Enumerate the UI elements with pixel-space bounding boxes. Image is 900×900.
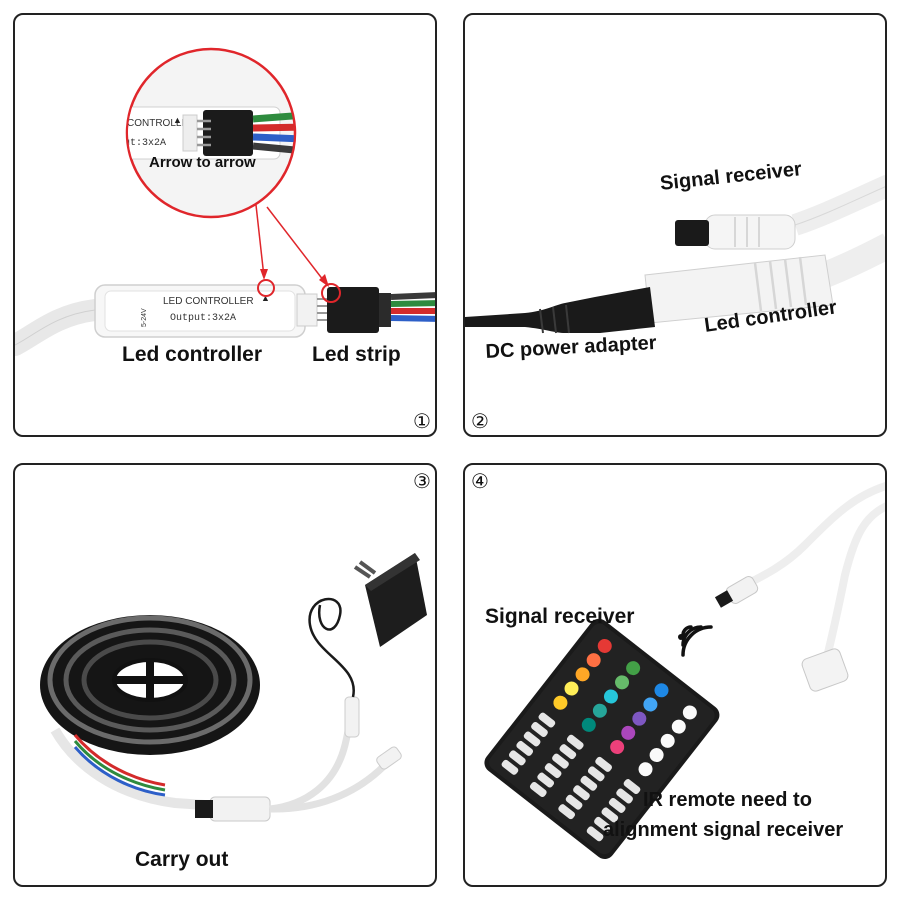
remote-color-button (632, 711, 647, 726)
panel-carry-out: Carry out ③ (13, 463, 437, 887)
strip-reel-with-adapter-illustration (40, 553, 427, 822)
signal-receiver-label: Signal receiver (485, 605, 635, 628)
remote-color-button (643, 697, 658, 712)
arrow-to-arrow-label: Arrow to arrow (149, 154, 256, 171)
remote-function-button (538, 712, 556, 728)
remote-color-button (660, 733, 675, 748)
remote-function-button (508, 750, 526, 766)
led-strip-label: Led strip (312, 343, 401, 366)
step-number: ① (413, 409, 431, 433)
power-adapter-connection-illustration (465, 174, 885, 334)
remote-function-button (580, 775, 598, 791)
remote-function-button (586, 826, 604, 842)
signal-receiver-plug (704, 214, 796, 250)
controller-to-strip-illustration: LED CONTROLLER Output:3x2A 5-24V ▲ (15, 47, 435, 356)
ir-instruction-line1: IR remote need to (643, 789, 812, 811)
remote-function-button (573, 785, 590, 801)
remote-color-button (581, 717, 596, 732)
ir-signal-icon (681, 625, 713, 657)
remote-function-button (566, 734, 584, 750)
remote-function-button (523, 731, 541, 747)
led-controller-label: Led controller (122, 343, 263, 366)
strip-arrow-marker (321, 283, 341, 303)
panel-led-controller-connection: LED CONTROLLER Output:3x2A 5-24V ▲ (13, 13, 437, 437)
remote-color-button (638, 762, 653, 777)
remote-color-button (592, 703, 607, 718)
mini-controller (209, 796, 271, 822)
remote-color-button (603, 689, 618, 704)
remote-function-button (608, 797, 626, 813)
remote-color-button (654, 683, 669, 698)
remote-function-button (501, 759, 519, 775)
remote-color-button (626, 661, 641, 676)
zoom-controller-output: ut:3x2A (124, 138, 166, 149)
panel-ir-remote: Signal receiver IR remote need to alignm… (463, 463, 887, 887)
step-number: ② (471, 409, 489, 433)
remote-function-button (594, 816, 611, 832)
controller-arrow-marker (257, 279, 275, 297)
remote-function-button (531, 722, 548, 737)
remote-function-button (537, 772, 555, 788)
remote-color-button (610, 740, 625, 755)
zoom-controller-title: CONTROLLER (127, 118, 195, 129)
svg-text:▲: ▲ (173, 115, 182, 125)
remote-function-button (587, 766, 605, 782)
remote-color-button (586, 653, 601, 668)
remote-function-button (616, 788, 633, 804)
voltage-text: 5-24V (141, 308, 148, 327)
remote-function-button (601, 807, 619, 823)
ir-remote-illustration (484, 482, 885, 860)
remote-color-button (621, 725, 636, 740)
controller-title-text: LED CONTROLLER (163, 296, 254, 307)
remote-color-button (615, 675, 630, 690)
remote-function-button (559, 744, 577, 760)
remote-color-button (649, 748, 664, 763)
remote-color-button (575, 667, 590, 682)
carry-out-label: Carry out (135, 848, 229, 871)
remote-color-button (597, 638, 612, 653)
remote-function-button (623, 779, 641, 795)
ir-instruction-line2: alignment signal receiver (603, 819, 844, 841)
remote-function-button (516, 740, 534, 756)
remote-color-button (671, 719, 686, 734)
svg-text:▲: ▲ (261, 293, 270, 303)
remote-function-button (552, 753, 569, 769)
remote-color-button (682, 705, 697, 720)
remote-function-button (544, 763, 562, 779)
dc-barrel-plug (465, 287, 655, 333)
remote-color-button (564, 681, 579, 696)
remote-function-button (595, 756, 612, 772)
remote-function-button (529, 782, 547, 797)
remote-function-button (558, 804, 576, 820)
step-number: ③ (413, 469, 431, 493)
step-number: ④ (471, 469, 489, 493)
panel-power-connection: Signal receiver Led controller DC power … (463, 13, 887, 437)
controller-output-text: Output:3x2A (170, 313, 236, 324)
ir-remote (484, 618, 720, 860)
remote-color-button (553, 695, 568, 710)
remote-function-button (565, 794, 583, 810)
